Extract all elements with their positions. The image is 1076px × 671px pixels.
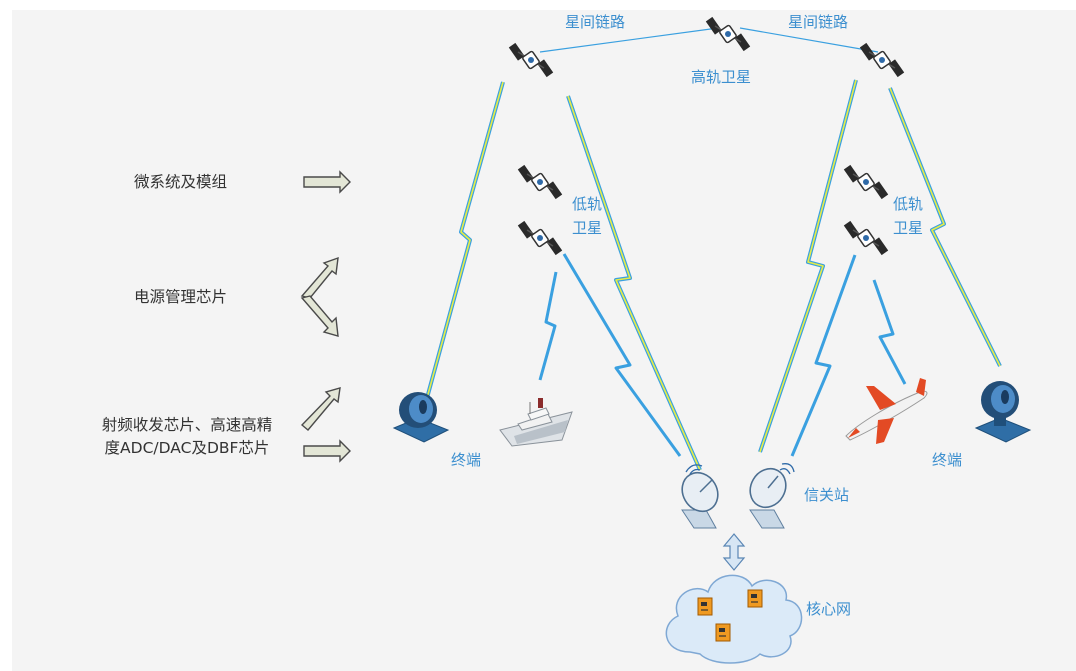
geo-satellite-label: 高轨卫星 — [691, 68, 752, 86]
beam-geo-to-terminal-left — [425, 81, 505, 399]
beam-leo-left-to-ship — [538, 271, 558, 381]
terminal-dish-icon — [974, 381, 1032, 443]
terminal-dish-icon — [392, 392, 450, 443]
double-arrow-icon — [722, 533, 746, 571]
satellite-icon — [859, 42, 905, 78]
terminal-label-right: 终端 — [932, 451, 963, 469]
chip-arrow-icon — [300, 295, 339, 337]
diagram-panel — [12, 10, 1076, 671]
beam-leo-right-to-gateway — [790, 254, 857, 457]
ship-icon — [499, 398, 573, 447]
satellite-icon — [843, 164, 889, 200]
leo-label-left: 低轨 卫星 — [572, 195, 603, 237]
server-icon — [697, 597, 713, 616]
satellite-icon — [517, 164, 563, 200]
gateway-dish-icon — [749, 463, 795, 529]
isl-label-right: 星间链路 — [788, 13, 849, 31]
isl-link-right — [739, 27, 879, 53]
beam-leo-left-to-gateway — [562, 253, 682, 457]
satellite-icon — [843, 220, 889, 256]
airplane-icon — [845, 378, 928, 444]
terminal-label-left: 终端 — [451, 451, 482, 469]
gateway-dish-icon — [681, 464, 719, 529]
beam-leo-right-to-airplane — [872, 279, 907, 385]
chip-arrow-icon — [300, 256, 339, 299]
chip-arrow-icon — [300, 387, 341, 431]
isl-link-left — [539, 27, 719, 53]
satellite-icon — [517, 220, 563, 256]
chip-arrow-icon — [303, 170, 351, 194]
chip-arrow-icon — [303, 439, 351, 463]
server-icon — [715, 623, 731, 642]
cloud-icon — [665, 574, 803, 664]
micro-system-label: 微系统及模组 — [134, 173, 228, 191]
gateway-label: 信关站 — [804, 486, 850, 504]
isl-label-left: 星间链路 — [565, 13, 626, 31]
satellite-icon — [508, 42, 554, 78]
satellite-icon — [705, 16, 751, 52]
server-icon — [747, 589, 763, 608]
core-network-label: 核心网 — [806, 600, 852, 618]
rf-chip-label: 射频收发芯片、高速高精 度ADC/DAC及DBF芯片 — [101, 416, 273, 457]
power-chip-label: 电源管理芯片 — [134, 288, 228, 306]
leo-label-right: 低轨 卫星 — [893, 195, 924, 237]
